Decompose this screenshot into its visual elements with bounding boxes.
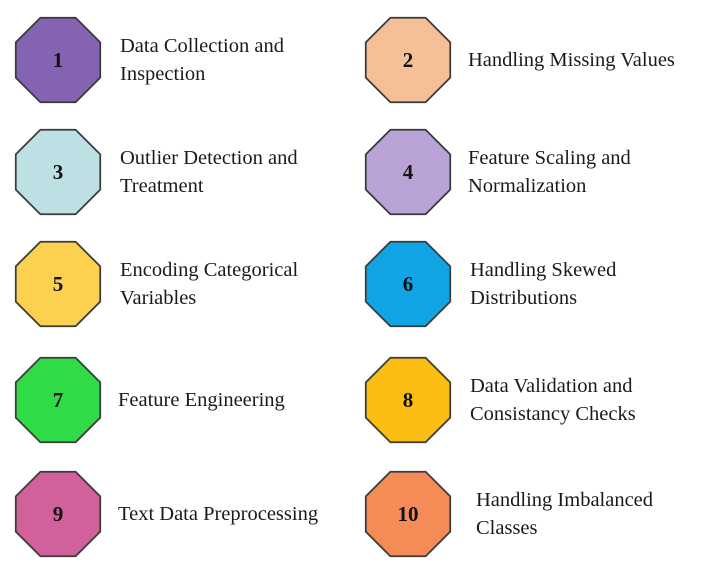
step-number: 6 (402, 271, 414, 296)
step-2: 2 Handling Missing Values (364, 16, 707, 108)
octagon-shape (14, 470, 102, 558)
octagon-icon (364, 356, 452, 444)
step-number: 5 (52, 271, 64, 296)
step-label: Encoding Categorical Variables (120, 240, 298, 328)
step-label-line: Consistancy Checks (470, 403, 636, 425)
step-number: 10 (397, 501, 419, 526)
step-label-line: Encoding Categorical (120, 259, 299, 281)
step-label-line: Feature Engineering (118, 389, 285, 411)
step-label-line: Handling Skewed (470, 259, 617, 281)
octagon-icon (364, 16, 452, 104)
step-label-line: Data Validation and (470, 375, 633, 397)
step-label: Feature Scaling and Normalization (468, 128, 631, 216)
step-label-line: Outlier Detection and (120, 147, 298, 169)
octagon-icon (14, 356, 102, 444)
step-label-line: Normalization (468, 175, 587, 197)
octagon-shape (364, 356, 452, 444)
step-5: 5 Encoding Categorical Variables (14, 240, 359, 332)
step-label-line: Variables (120, 287, 197, 309)
step-10: 10 Handling Imbalanced Classes (364, 470, 707, 562)
octagon-icon (14, 16, 102, 104)
octagon-shape (364, 16, 452, 104)
octagon-shape (14, 356, 102, 444)
step-label-line: Treatment (120, 175, 204, 197)
step-number: 1 (52, 47, 64, 72)
step-label: Handling Imbalanced Classes (476, 470, 653, 558)
step-label: Text Data Preprocessing (118, 470, 318, 558)
step-number: 8 (402, 387, 414, 412)
octagon-icon (14, 128, 102, 216)
step-label-line: Handling Missing Values (468, 49, 675, 71)
step-8: 8 Data Validation and Consistancy Checks (364, 356, 707, 448)
octagon-icon (14, 470, 102, 558)
step-number: 4 (402, 159, 414, 184)
step-label: Handling Missing Values (468, 16, 675, 104)
step-label: Data Collection and Inspection (120, 16, 284, 104)
step-7: 7 Feature Engineering (14, 356, 359, 448)
octagon-shape (364, 128, 452, 216)
step-number: 9 (52, 501, 64, 526)
step-number: 3 (52, 159, 64, 184)
step-label-line: Data Collection and (120, 35, 284, 57)
octagon-icon (364, 240, 452, 328)
octagon-icon (364, 470, 452, 558)
step-label-line: Inspection (120, 63, 206, 85)
octagon-icon (14, 240, 102, 328)
octagon-shape (364, 470, 452, 558)
octagon-shape (14, 240, 102, 328)
octagon-icon (364, 128, 452, 216)
step-label-line: Text Data Preprocessing (118, 503, 319, 525)
step-label-line: Distributions (470, 287, 578, 309)
step-label-line: Handling Imbalanced (476, 489, 654, 511)
octagon-shape (364, 240, 452, 328)
step-label: Feature Engineering (118, 356, 285, 444)
step-label: Outlier Detection and Treatment (120, 128, 298, 216)
step-4: 4 Feature Scaling and Normalization (364, 128, 707, 220)
step-label: Data Validation and Consistancy Checks (470, 356, 636, 444)
octagon-shape (14, 128, 102, 216)
step-number: 2 (402, 47, 414, 72)
step-6: 6 Handling Skewed Distributions (364, 240, 707, 332)
step-9: 9 Text Data Preprocessing (14, 470, 359, 562)
step-label: Handling Skewed Distributions (470, 240, 616, 328)
step-number: 7 (52, 387, 64, 412)
step-1: 1 Data Collection and Inspection (14, 16, 359, 108)
step-label-line: Feature Scaling and (468, 147, 631, 169)
step-label-line: Classes (476, 517, 538, 539)
octagon-shape (14, 16, 102, 104)
step-3: 3 Outlier Detection and Treatment (14, 128, 359, 220)
